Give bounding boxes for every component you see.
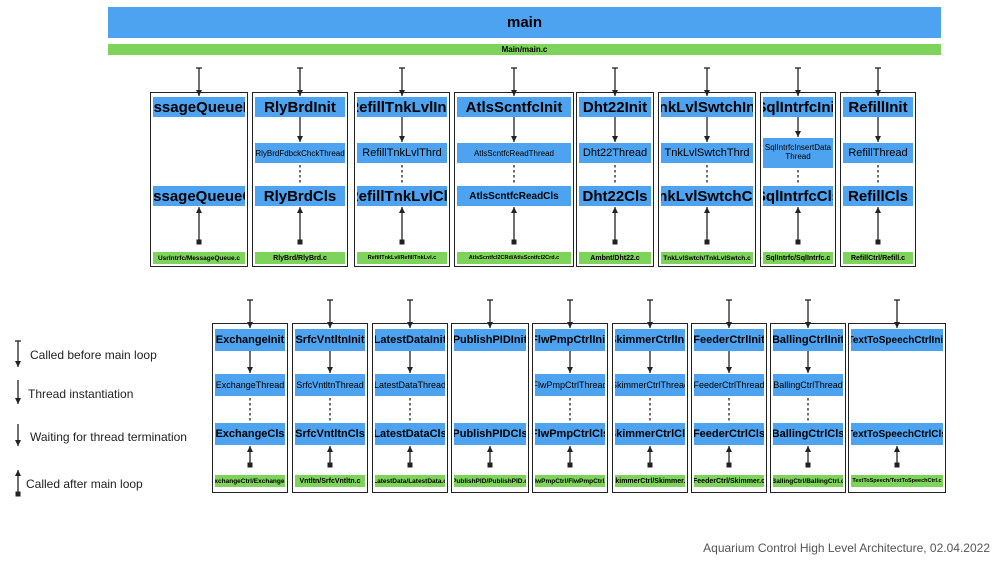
row1-module-0-frame — [150, 92, 248, 267]
legend-thread-arrowhead — [15, 398, 21, 404]
row2-module-4-thread-box: FlwPmpCtrlThread — [535, 374, 605, 396]
legend-called-after-arrowhead — [15, 470, 21, 476]
row2-module-7-thread-box: BallingCtrlThread — [773, 374, 843, 396]
row1-module-1-init-box: RlyBrdInit — [255, 97, 345, 117]
row2-module-0-file-label: ExchangeCtrl/Exchange.c — [215, 475, 285, 487]
row2-module-3-cls-box: PublishPIDCls — [454, 423, 526, 445]
row2-module-0-cls-box: ExchangeCls — [215, 423, 285, 445]
row2-module-0-init-box: ExchangeInit — [215, 329, 285, 351]
row2-module-5-thread-box: SkimmerCtrlThread — [615, 374, 685, 396]
row2-module-2-cls-box: LatestDataCls — [375, 423, 445, 445]
row2-module-7-cls-box: BallingCtrlCls — [773, 423, 843, 445]
row1-module-4-init-box: Dht22Init — [579, 97, 651, 117]
legend-called-after: Called after main loop — [26, 477, 143, 491]
row1-module-5-frame — [658, 92, 756, 267]
row1-module-7-cls-box: RefillCls — [843, 186, 913, 206]
row2-module-2-init-box: LatestDataInit — [375, 329, 445, 351]
row2-module-6-file-label: FeederCtrl/Skimmer.c — [694, 475, 764, 487]
row1-module-1-cls-box: RlyBrdCls — [255, 186, 345, 206]
row1-module-6-cls-box: SqlIntrfcCls — [763, 186, 833, 206]
row1-module-3-thread-box: AtlsScntfcReadThread — [457, 143, 571, 163]
row1-module-1-file-label: RlyBrd/RlyBrd.c — [255, 252, 345, 264]
row1-module-4-thread-box: Dht22Thread — [579, 143, 651, 163]
row2-module-6-thread-box: FeederCtrlThread — [694, 374, 764, 396]
legend-called-before: Called before main loop — [30, 348, 157, 362]
row2-module-1-init-box: SrfcVntltnInit — [295, 329, 365, 351]
row1-module-6-file-label: SqlIntrfc/SqlIntrfc.c — [763, 252, 833, 264]
row2-module-6-cls-box: FeederCtrlCls — [694, 423, 764, 445]
footer-caption: Aquarium Control High Level Architecture… — [703, 541, 990, 555]
row2-module-7-file-label: BallingCtrl/BallingCtrl.c — [773, 475, 843, 487]
row2-module-8-file-label: TextToSpeech/TextToSpeechCtrl.c — [851, 475, 943, 487]
legend-thread-instantiation: Thread instantiation — [28, 387, 134, 401]
row1-module-3-file-label: AtlsScntfcI2CRd/AtlsScntfcI2Crd.c — [457, 252, 571, 264]
row1-module-3-cls-box: AtlsScntfcReadCls — [457, 186, 571, 206]
row2-module-3-file-label: PublishPID/PublishPID.c — [454, 475, 526, 487]
row2-module-3-init-box: PublishPIDInit — [454, 329, 526, 351]
row1-module-7-file-label: RefillCtrl/Refill.c — [843, 252, 913, 264]
row1-module-0-init-box: MessageQueueInit — [153, 97, 245, 117]
row2-module-4-file-label: FlwPmpCtrl/FlwPmpCtrl.c — [535, 475, 605, 487]
row1-module-6-init-box: SqlIntrfcInit — [763, 97, 833, 117]
row1-module-4-cls-box: Dht22Cls — [579, 186, 651, 206]
row2-module-6-init-box: FeederCtrlInit — [694, 329, 764, 351]
row1-module-5-thread-box: TnkLvlSwtchThrd — [661, 143, 753, 163]
row1-module-2-frame — [354, 92, 450, 267]
row1-module-2-init-box: RefillTnkLvlInit — [357, 97, 447, 117]
row1-module-0-file-label: UsrIntrfc/MessageQueue.c — [153, 252, 245, 264]
row2-module-7-init-box: BallingCtrlInit — [773, 329, 843, 351]
main-file-label: Main/main.c — [108, 44, 941, 55]
row1-module-5-file-label: TnkLvlSwtch/TnkLvlSwtch.c — [661, 252, 753, 264]
row1-module-4-frame — [576, 92, 654, 267]
row2-module-5-init-box: SkimmerCtrlInit — [615, 329, 685, 351]
row2-module-1-thread-box: SrfcVntltnThread — [295, 374, 365, 396]
legend-called-before-arrowhead — [15, 361, 21, 367]
row2-module-2-file-label: LatestData/LatestData.c — [375, 475, 445, 487]
row1-module-0-cls-box: MessageQueueCls — [153, 186, 245, 206]
row2-module-2-thread-box: LatestDataThread — [375, 374, 445, 396]
row2-module-4-init-box: FlwPmpCtrlInit — [535, 329, 605, 351]
row2-module-8-cls-box: TextToSpeechCtrlCls — [851, 423, 943, 445]
row1-module-3-frame — [454, 92, 574, 267]
row2-module-4-cls-box: FlwPmpCtrlCls — [535, 423, 605, 445]
row1-module-7-init-box: RefillInit — [843, 97, 913, 117]
row2-module-5-cls-box: SkimmerCtrlCls — [615, 423, 685, 445]
row1-module-5-init-box: TnkLvlSwtchInit — [661, 97, 753, 117]
row2-module-1-cls-box: SrfcVntltnCls — [295, 423, 365, 445]
row1-module-6-frame — [760, 92, 836, 267]
row1-module-2-file-label: RefillTnkLvl/RefillTnkLvl.c — [357, 252, 447, 264]
main-box: main — [108, 7, 941, 38]
row1-module-3-init-box: AtlsScntfcInit — [457, 97, 571, 117]
row1-module-7-thread-box: RefillThread — [843, 143, 913, 163]
row1-module-1-frame — [252, 92, 348, 267]
row1-module-7-frame — [840, 92, 916, 267]
row1-module-5-cls-box: TnkLvlSwtchCls — [661, 186, 753, 206]
row1-module-4-file-label: Ambnt/Dht22.c — [579, 252, 651, 264]
row1-module-6-thread-box: SqlIntrfcInsertDataThread — [763, 138, 833, 168]
row1-module-2-thread-box: RefillTnkLvlThrd — [357, 143, 447, 163]
legend-waiting-arrowhead — [15, 440, 21, 446]
row1-module-2-cls-box: RefillTnkLvlCls — [357, 186, 447, 206]
row1-module-1-thread-box: RlyBrdFdbckChckThread — [255, 143, 345, 163]
legend-called-after-square — [15, 491, 21, 497]
row2-module-1-file-label: Vntltn/SrfcVntltn.c — [295, 475, 365, 487]
legend-waiting-termination: Waiting for thread termination — [30, 430, 187, 444]
row2-module-5-file-label: SkimmerCtrl/Skimmer.c — [615, 475, 685, 487]
row2-module-8-init-box: TextToSpeechCtrlInit — [851, 329, 943, 351]
row2-module-0-thread-box: ExchangeThread — [215, 374, 285, 396]
